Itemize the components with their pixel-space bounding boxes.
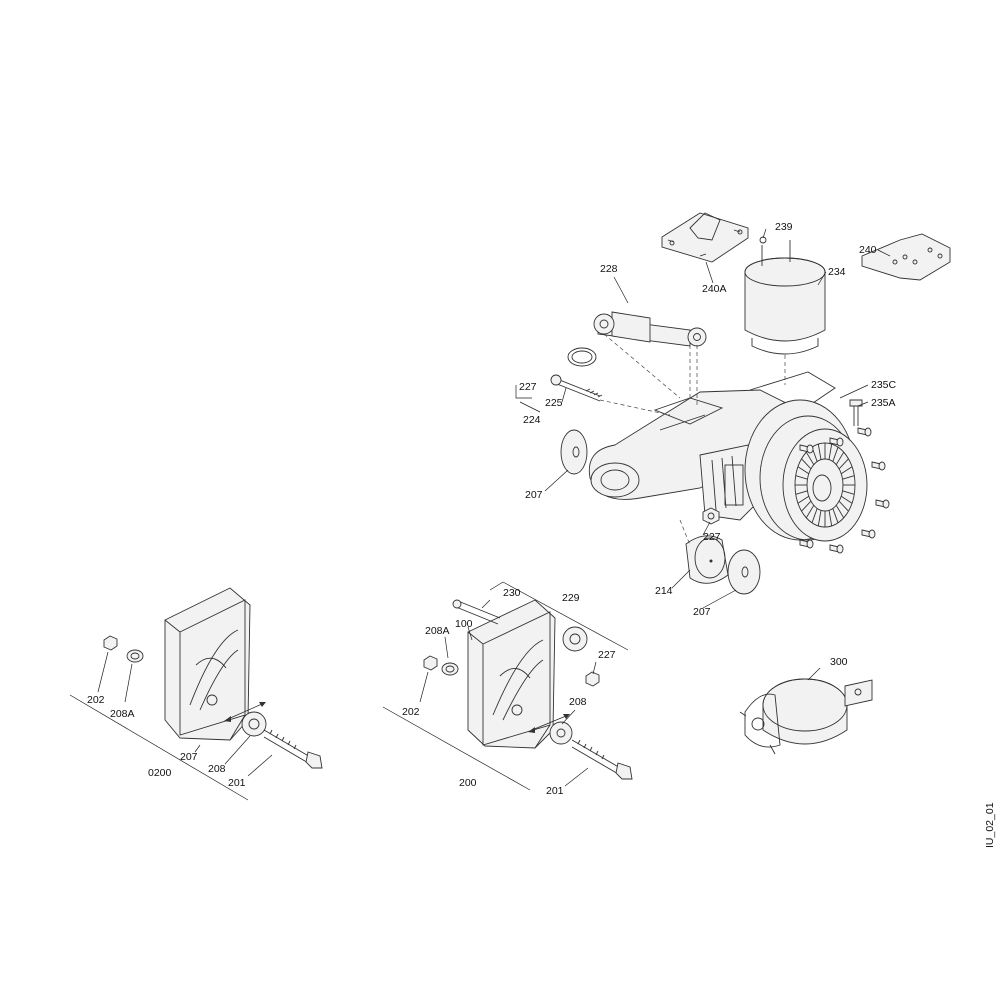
callout-208-mid: 208 <box>569 696 587 708</box>
hub-fin <box>801 458 812 470</box>
callout-207-left: 207 <box>180 751 198 763</box>
air-spring-234 <box>744 236 826 355</box>
assembly-lines-top <box>599 333 786 546</box>
callout-239: 239 <box>775 221 793 233</box>
callout-300: 300 <box>830 656 848 668</box>
callout-207-mid: 207 <box>525 489 543 501</box>
nut-227-mid <box>702 507 720 525</box>
callout-225: 225 <box>545 397 563 409</box>
hub-fin <box>835 451 845 465</box>
wheel-studs <box>799 427 890 554</box>
nut-202-left <box>103 635 118 651</box>
bolt-201-mid <box>571 739 633 780</box>
wheel-nut <box>878 461 886 471</box>
hanger-bracket-0200 <box>164 587 251 741</box>
hub-fin <box>805 451 815 465</box>
cam-washer-208-mid <box>549 721 573 745</box>
callout-235c: 235C <box>871 379 897 391</box>
hub-fin <box>805 505 815 519</box>
hub-fin <box>838 458 849 470</box>
shock-absorber-228 <box>593 311 707 347</box>
hub-fin <box>811 508 818 523</box>
wheel-nut <box>864 427 872 437</box>
washer-207-mid <box>560 429 588 475</box>
callout-201-left: 201 <box>228 777 246 789</box>
callout-229: 229 <box>562 592 580 604</box>
hub-fin <box>835 505 845 519</box>
hub-fin <box>840 466 853 475</box>
callout-240a: 240A <box>702 283 727 295</box>
callout-240: 240 <box>859 244 877 256</box>
hanger-bracket-200 <box>467 599 556 749</box>
wheel-nut <box>836 437 844 447</box>
hub-fin <box>797 495 810 504</box>
direction-arrows-left <box>224 702 266 722</box>
top-plate-240 <box>861 233 951 281</box>
callout-214: 214 <box>655 585 673 597</box>
hub-fin <box>817 444 822 460</box>
hub-fin <box>817 510 822 526</box>
hub-fin <box>842 475 855 480</box>
bolt-225 <box>550 374 603 402</box>
washer-208a-mid <box>441 662 459 676</box>
callout-0200: 0200 <box>148 767 172 779</box>
callout-235a: 235A <box>871 397 896 409</box>
callout-208a-left: 208A <box>110 708 135 720</box>
drawing-id: IU_02_01 <box>984 802 996 848</box>
nut-227-low <box>585 671 600 687</box>
hub-fin <box>828 510 833 526</box>
hub-fin <box>797 466 810 475</box>
bolt-201-left <box>263 729 323 769</box>
bushing-ring <box>567 347 597 367</box>
wheel-nut <box>882 499 890 509</box>
brake-chamber-300 <box>739 678 873 755</box>
washer-207-bottom <box>727 549 761 595</box>
hub-fin <box>795 475 808 480</box>
callout-201-mid: 201 <box>546 785 564 797</box>
callout-207-bottom: 207 <box>693 606 711 618</box>
callout-228: 228 <box>600 263 618 275</box>
callout-100: 100 <box>455 618 473 630</box>
hub-fin <box>840 495 853 504</box>
stud-235a <box>849 399 863 426</box>
hub-fin <box>828 444 833 460</box>
hub-fin <box>832 447 839 462</box>
hub-fin <box>801 500 812 512</box>
callout-227-mid: 227 <box>703 531 721 543</box>
callout-230: 230 <box>503 587 521 599</box>
callout-234: 234 <box>828 266 846 278</box>
callout-202-mid: 202 <box>402 706 420 718</box>
hub-fin <box>795 490 808 495</box>
callout-202-left: 202 <box>87 694 105 706</box>
callout-224: 224 <box>523 414 541 426</box>
cam-washer-208-left <box>241 711 267 737</box>
callout-208-left: 208 <box>208 763 226 775</box>
hub-fin <box>842 490 855 495</box>
callout-labels: 228 239 240 234 240A 227 225 224 235C 23… <box>87 221 996 848</box>
bushing-229 <box>562 626 588 652</box>
callout-208a-mid: 208A <box>425 625 450 637</box>
wheel-nut <box>868 529 876 539</box>
hub-fin <box>838 500 849 512</box>
wheel-nut <box>836 544 844 554</box>
direction-arrows-mid <box>528 714 570 733</box>
wheel-nut <box>806 444 814 454</box>
bolt-230 <box>452 599 501 625</box>
washer-208a-left <box>126 649 144 663</box>
leader-lines <box>69 228 891 801</box>
wheel-nut <box>806 539 814 549</box>
hub-fin <box>832 508 839 523</box>
callout-200: 200 <box>459 777 477 789</box>
wheel-hub <box>782 428 868 542</box>
callout-227-top: 227 <box>519 381 537 393</box>
nut-202-mid <box>423 655 438 671</box>
upper-bracket-240a <box>661 212 749 263</box>
callout-227-low: 227 <box>598 649 616 661</box>
